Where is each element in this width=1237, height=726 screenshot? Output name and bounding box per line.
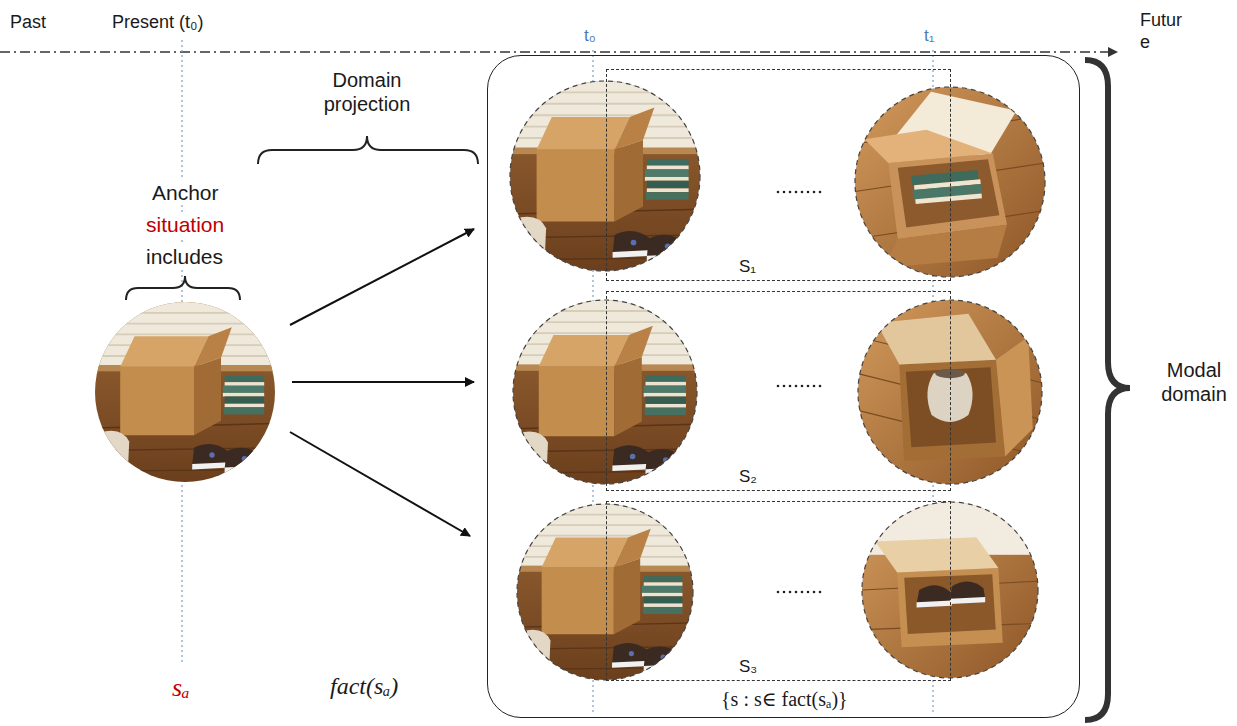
projection-arrow	[290, 229, 474, 325]
anchor-situation-picture	[95, 302, 275, 482]
situation-end-picture	[855, 87, 1045, 277]
time-point: t₁	[924, 26, 934, 46]
time-label: Past	[10, 12, 46, 34]
situation-row: S₁	[606, 69, 951, 281]
ellipsis-dots	[777, 591, 822, 594]
situation-row: S₃	[606, 501, 951, 681]
modal-domain-label: Modal domain	[1156, 358, 1232, 406]
projection-brace	[258, 136, 478, 164]
situation-start-picture	[510, 81, 700, 271]
time-point: t₀	[584, 26, 596, 46]
projection-arrow	[292, 381, 474, 383]
situation-name: S₃	[739, 657, 757, 677]
timeline-head	[1108, 47, 1118, 57]
anchor-label: situation	[143, 212, 227, 237]
situation-end-picture	[858, 300, 1042, 484]
time-label: Present (t₀)	[112, 12, 204, 34]
timeline	[0, 51, 1110, 53]
anchor-label: Anchor	[149, 180, 222, 205]
situation-end-picture	[862, 502, 1038, 678]
function-symbol: fact(sₐ)	[330, 672, 398, 701]
ellipsis-dots	[777, 385, 822, 388]
anchor-label: includes	[143, 244, 226, 269]
situation-start-picture	[513, 300, 697, 484]
time-label: Futur e	[1140, 10, 1192, 53]
modal-brace	[1085, 60, 1130, 720]
situation-start-picture	[517, 504, 693, 680]
situation-name: S₂	[739, 467, 757, 487]
modal-domain-box: {s : s∈ fact(sₐ)} S₁ S₂ S₃	[487, 55, 1080, 718]
anchor-symbol: sₐ	[172, 672, 190, 703]
projection-label: Domain projection	[297, 68, 437, 116]
projection-arrow	[290, 432, 470, 536]
situation-row: S₂	[606, 291, 951, 491]
domain-set-notation: {s : s∈ fact(sₐ)}	[721, 688, 848, 711]
situation-name: S₁	[739, 257, 756, 277]
anchor-brace	[126, 276, 240, 300]
ellipsis-dots	[777, 191, 822, 194]
